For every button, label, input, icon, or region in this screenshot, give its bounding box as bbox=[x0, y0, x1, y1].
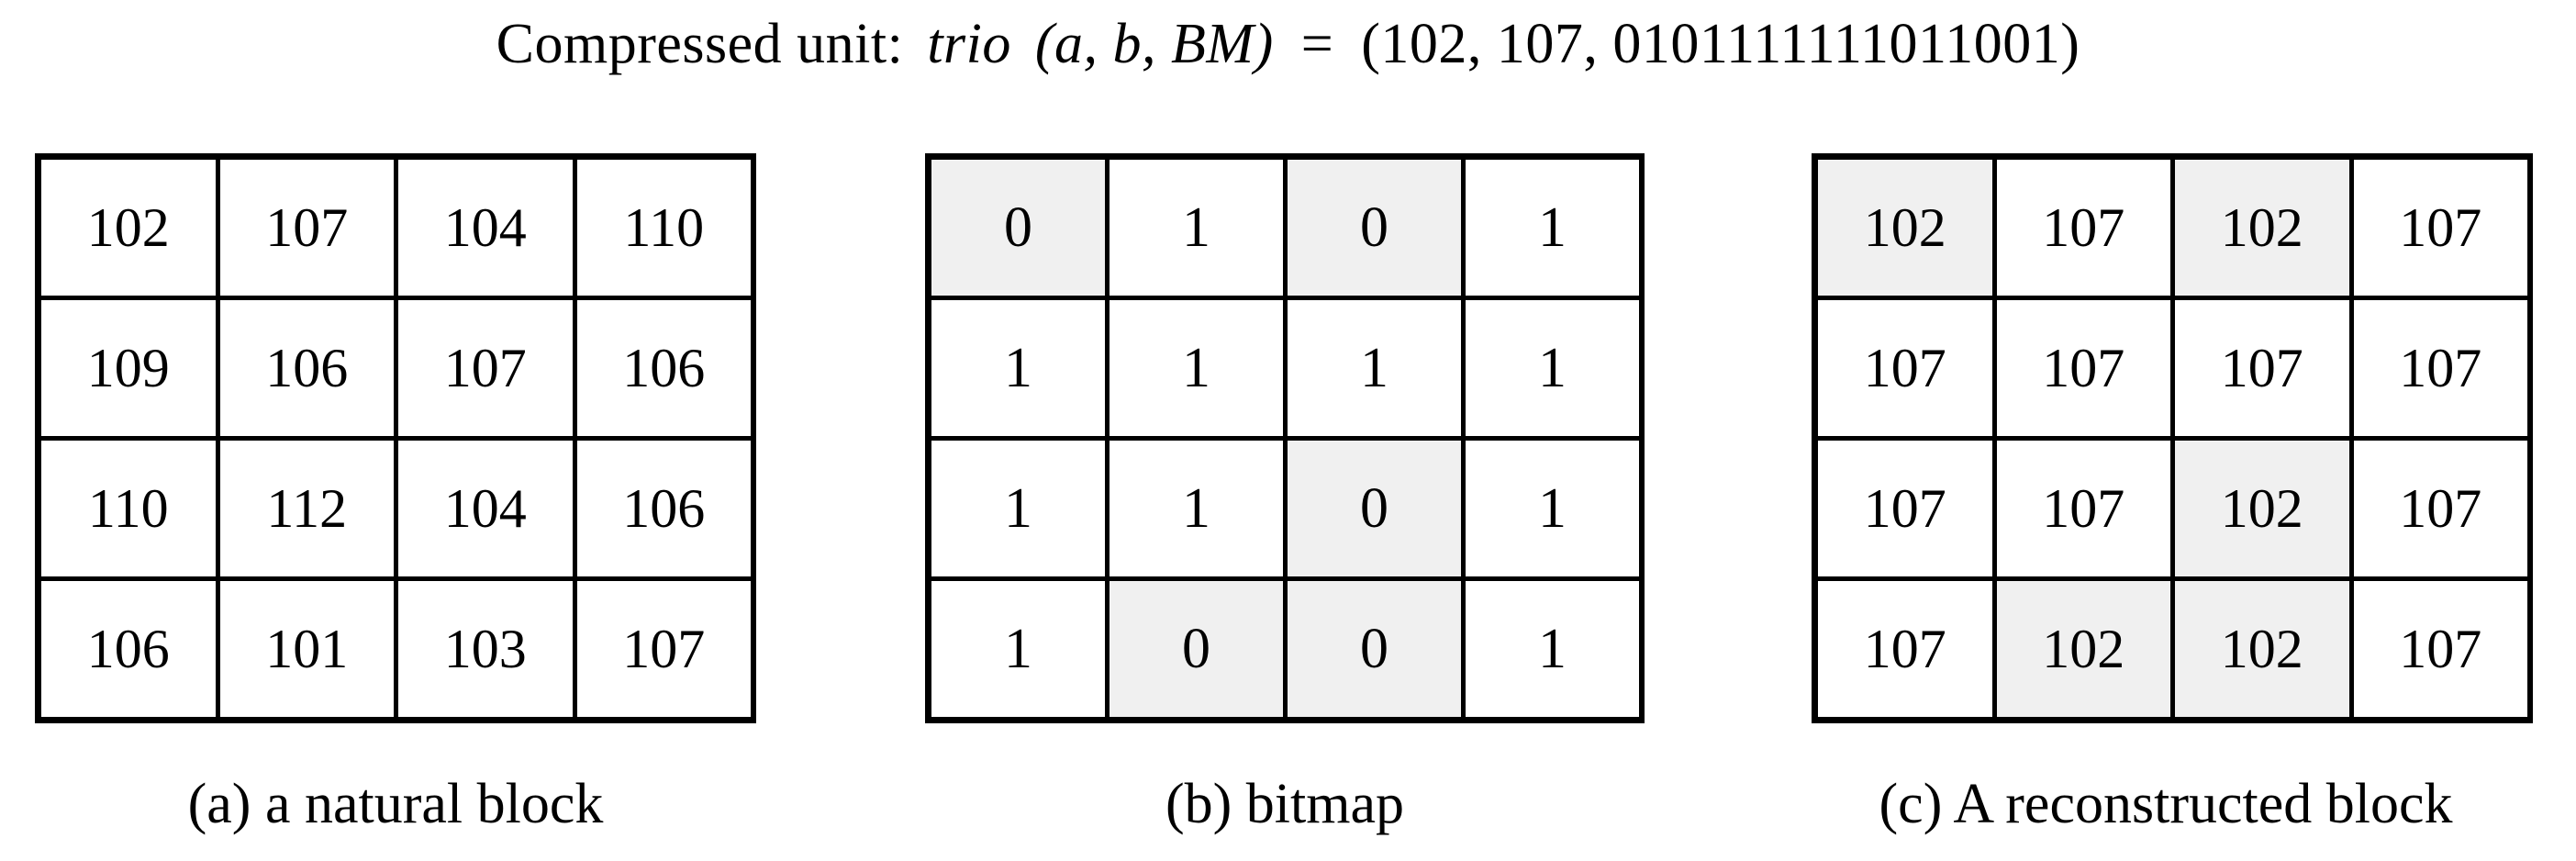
grid-cell: 107 bbox=[1991, 441, 2170, 576]
grid-cell: 102 bbox=[2170, 581, 2349, 717]
grid-cell: 1 bbox=[1461, 441, 1639, 576]
grid-cell: 107 bbox=[1818, 581, 1992, 717]
grid-cell: 107 bbox=[2348, 300, 2527, 436]
grid-cell: 0 bbox=[1283, 581, 1461, 717]
grid-cell: 1 bbox=[931, 441, 1105, 576]
grid-cell: 102 bbox=[41, 160, 216, 296]
panel-bitmap: 0 1 0 1 1 1 1 1 1 1 0 1 1 0 0 1 bbox=[925, 153, 1645, 723]
grid-cell: 107 bbox=[1818, 300, 1992, 436]
grid-row: 107 107 102 107 bbox=[1818, 436, 2527, 576]
grid-cell: 106 bbox=[41, 581, 216, 717]
caption-bitmap: (b) bitmap bbox=[1165, 773, 1404, 835]
grid-cell: 0 bbox=[1283, 160, 1461, 296]
grid-cell: 107 bbox=[2170, 300, 2349, 436]
grid-cell: 106 bbox=[572, 300, 751, 436]
grid-row: 1 1 1 1 bbox=[931, 296, 1639, 436]
grid-cell: 0 bbox=[1105, 581, 1283, 717]
grid-cell: 1 bbox=[1461, 160, 1639, 296]
panel-natural-block: 102 107 104 110 109 106 107 106 110 112 … bbox=[35, 153, 756, 723]
grid-row: 1 0 0 1 bbox=[931, 576, 1639, 717]
grid-cell: 1 bbox=[1105, 300, 1283, 436]
grid-cell: 102 bbox=[1991, 581, 2170, 717]
title-label: Compressed unit: bbox=[496, 13, 904, 75]
title-equals-sign: = bbox=[1300, 13, 1334, 75]
grid-cell: 107 bbox=[215, 160, 394, 296]
grid-cell: 1 bbox=[931, 300, 1105, 436]
grid-cell: 107 bbox=[2348, 441, 2527, 576]
grid-cell: 0 bbox=[1283, 441, 1461, 576]
grid-cell: 110 bbox=[572, 160, 751, 296]
grid-cell: 107 bbox=[572, 581, 751, 717]
grid-cell: 109 bbox=[41, 300, 216, 436]
grid-cell: 1 bbox=[1105, 441, 1283, 576]
grid-cell: 106 bbox=[215, 300, 394, 436]
grid-natural-block: 102 107 104 110 109 106 107 106 110 112 … bbox=[35, 153, 756, 723]
title-function: trio bbox=[927, 13, 1011, 75]
grid-cell: 1 bbox=[1283, 300, 1461, 436]
grid-cell: 107 bbox=[1818, 441, 1992, 576]
grid-cell: 1 bbox=[931, 581, 1105, 717]
grid-row: 107 102 102 107 bbox=[1818, 576, 2527, 717]
grid-cell: 102 bbox=[2170, 160, 2349, 296]
grid-row: 0 1 0 1 bbox=[931, 160, 1639, 296]
grid-row: 109 106 107 106 bbox=[41, 296, 751, 436]
grid-row: 1 1 0 1 bbox=[931, 436, 1639, 576]
grid-row: 102 107 104 110 bbox=[41, 160, 751, 296]
panel-reconstructed-block: 102 107 102 107 107 107 107 107 107 107 … bbox=[1812, 153, 2533, 723]
grid-cell: 110 bbox=[41, 441, 216, 576]
grid-row: 110 112 104 106 bbox=[41, 436, 751, 576]
grid-row: 107 107 107 107 bbox=[1818, 296, 2527, 436]
grid-cell: 103 bbox=[394, 581, 573, 717]
grid-cell: 104 bbox=[394, 160, 573, 296]
figure-title: Compressed unit: trio (a, b, BM) = (102,… bbox=[0, 6, 2576, 83]
grid-cell: 112 bbox=[215, 441, 394, 576]
grid-bitmap: 0 1 0 1 1 1 1 1 1 1 0 1 1 0 0 1 bbox=[925, 153, 1645, 723]
title-params: (a, b, BM) bbox=[1034, 13, 1274, 75]
grid-cell: 1 bbox=[1105, 160, 1283, 296]
grid-reconstructed-block: 102 107 102 107 107 107 107 107 107 107 … bbox=[1812, 153, 2533, 723]
caption-reconstructed-block: (c) A reconstructed block bbox=[1879, 773, 2453, 835]
grid-cell: 107 bbox=[2348, 581, 2527, 717]
grid-row: 106 101 103 107 bbox=[41, 576, 751, 717]
grid-cell: 107 bbox=[1991, 300, 2170, 436]
grid-cell: 106 bbox=[572, 441, 751, 576]
caption-natural-block: (a) a natural block bbox=[187, 773, 604, 835]
grid-cell: 1 bbox=[1461, 581, 1639, 717]
grid-cell: 107 bbox=[1991, 160, 2170, 296]
grid-cell: 104 bbox=[394, 441, 573, 576]
grid-cell: 101 bbox=[215, 581, 394, 717]
title-values-tuple: (102, 107, 0101111111011001) bbox=[1361, 13, 2080, 75]
grid-cell: 107 bbox=[2348, 160, 2527, 296]
grid-cell: 1 bbox=[1461, 300, 1639, 436]
grid-row: 102 107 102 107 bbox=[1818, 160, 2527, 296]
grid-cell: 102 bbox=[2170, 441, 2349, 576]
grid-cell: 0 bbox=[931, 160, 1105, 296]
grid-cell: 102 bbox=[1818, 160, 1992, 296]
grid-cell: 107 bbox=[394, 300, 573, 436]
